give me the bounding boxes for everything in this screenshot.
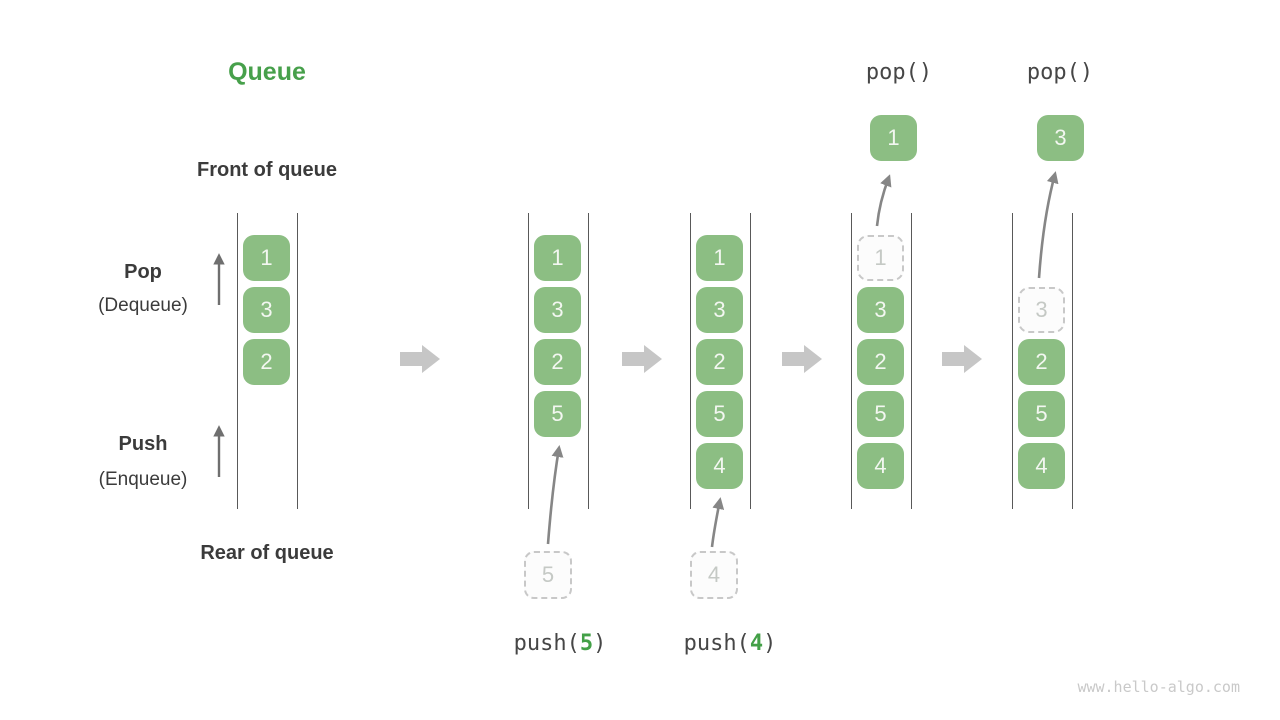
push-arg-text: 5 xyxy=(579,631,594,656)
transition-arrow-icon xyxy=(782,345,822,373)
queue-element: 2 xyxy=(1018,339,1065,385)
queue-element: 1 xyxy=(243,235,290,281)
pop-label: Pop xyxy=(124,261,162,283)
transition-arrow-icon xyxy=(942,345,982,373)
push-close-text: ) xyxy=(593,631,607,656)
queue-element: 3 xyxy=(857,287,904,333)
diagram-title: Queue xyxy=(228,58,306,86)
transition-arrow-icon xyxy=(400,345,440,373)
queue-state-2: 1 3 2 5 xyxy=(528,213,589,509)
queue-element: 5 xyxy=(857,391,904,437)
queue-element: 1 xyxy=(696,235,743,281)
queue-element: 3 xyxy=(243,287,290,333)
queue-state-4: 1 3 2 5 4 xyxy=(851,213,912,509)
incoming-element-ghost: 5 xyxy=(524,551,572,599)
transition-arrow-icon xyxy=(622,345,662,373)
queue-state-1: 1 3 2 xyxy=(237,213,298,509)
push-fn-text: push( xyxy=(683,631,750,656)
queue-element: 5 xyxy=(534,391,581,437)
queue-element: 2 xyxy=(696,339,743,385)
queue-element: 3 xyxy=(534,287,581,333)
popped-element: 1 xyxy=(870,115,917,161)
dequeue-alias-label: (Dequeue) xyxy=(98,295,188,316)
push-close-text: ) xyxy=(763,631,777,656)
queue-element: 4 xyxy=(857,443,904,489)
removed-element-ghost: 3 xyxy=(1018,287,1065,333)
queue-state-3: 1 3 2 5 4 xyxy=(690,213,751,509)
enqueue-alias-label: (Enqueue) xyxy=(98,469,188,490)
rear-of-queue-label: Rear of queue xyxy=(200,542,334,564)
queue-state-5: 3 2 5 4 xyxy=(1012,213,1073,509)
push-operation-label: push(4) xyxy=(650,631,810,656)
push-fn-text: push( xyxy=(513,631,580,656)
push-operation-label: push(5) xyxy=(480,631,640,656)
queue-element: 1 xyxy=(534,235,581,281)
queue-element: 2 xyxy=(534,339,581,385)
pop-operation-label: pop() xyxy=(865,60,933,85)
incoming-element-ghost: 4 xyxy=(690,551,738,599)
pop-operation-label: pop() xyxy=(1026,60,1094,85)
queue-element: 4 xyxy=(1018,443,1065,489)
removed-element-ghost: 1 xyxy=(857,235,904,281)
queue-element: 2 xyxy=(857,339,904,385)
queue-element: 5 xyxy=(696,391,743,437)
queue-element: 2 xyxy=(243,339,290,385)
push-arg-text: 4 xyxy=(749,631,764,656)
popped-element: 3 xyxy=(1037,115,1084,161)
push-label: Push xyxy=(118,433,168,455)
queue-element: 4 xyxy=(696,443,743,489)
queue-element: 5 xyxy=(1018,391,1065,437)
watermark: www.hello-algo.com xyxy=(1077,678,1240,696)
front-of-queue-label: Front of queue xyxy=(197,159,337,181)
queue-element: 3 xyxy=(696,287,743,333)
